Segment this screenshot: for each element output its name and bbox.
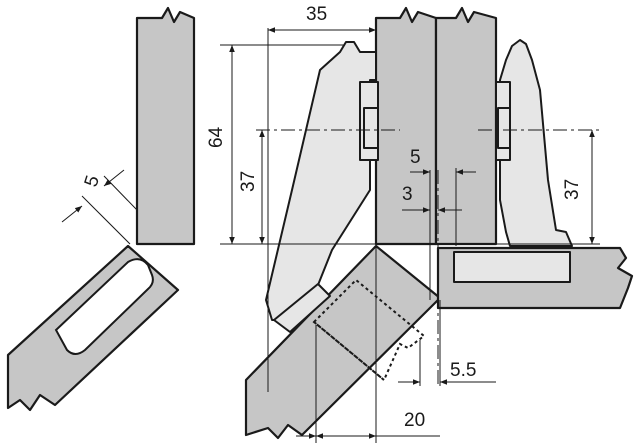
- label-37-right: 37: [562, 179, 583, 200]
- label-20: 20: [404, 410, 425, 431]
- left-angled-door: [6, 244, 180, 412]
- dim-line-5-angled: [61, 205, 83, 223]
- center-lines: [256, 129, 600, 385]
- right-door: [436, 246, 634, 310]
- right-hinge: [495, 39, 573, 247]
- label-64: 64: [206, 126, 227, 148]
- dimension-labels: 35 64 37 37 5 3 5 5.5 20: [81, 4, 583, 431]
- dimension-lines: [61, 27, 595, 439]
- label-3: 3: [402, 184, 413, 205]
- label-5-angled: 5: [81, 173, 104, 190]
- dim-line-5-angled-right: [103, 169, 125, 187]
- label-37-left: 37: [238, 171, 259, 192]
- label-5-top: 5: [410, 147, 421, 168]
- center-hinge-arm: [265, 41, 379, 333]
- left-side-panel: [135, 6, 196, 246]
- center-side-panel: [374, 6, 498, 246]
- label-5-5: 5.5: [450, 360, 476, 381]
- label-35: 35: [306, 4, 327, 25]
- center-angled-door: [244, 244, 442, 440]
